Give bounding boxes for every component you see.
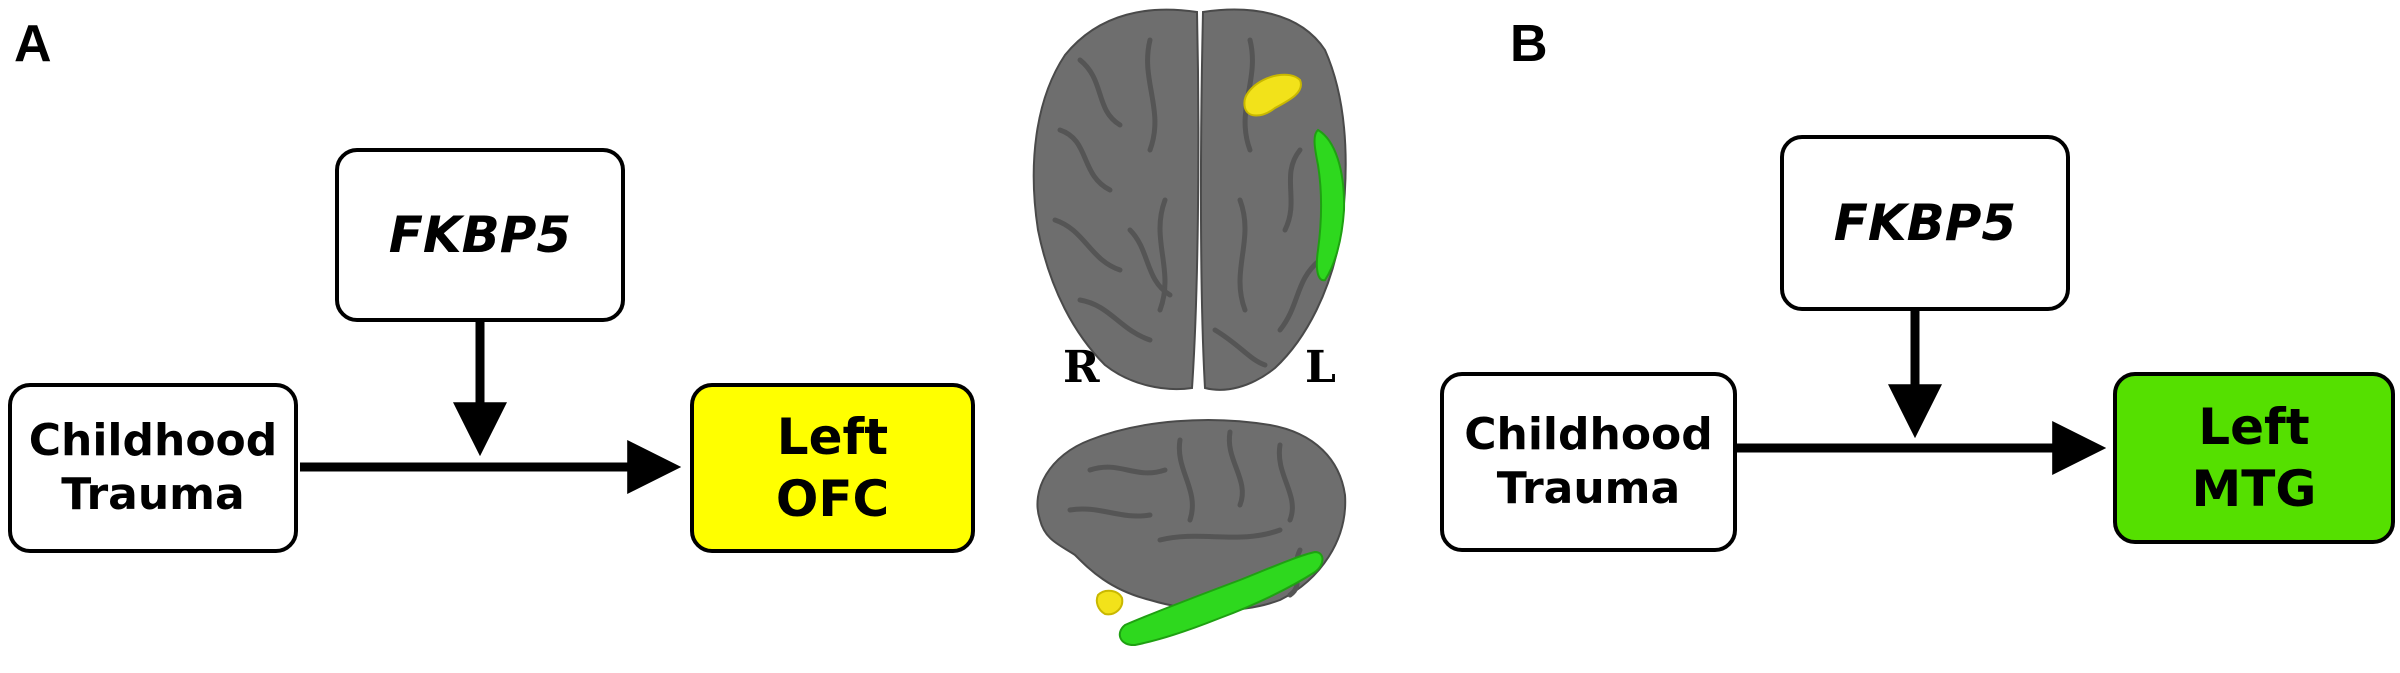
panel-b-outcome-label: Left MTG: [2192, 396, 2317, 521]
panel-b-predictor-box: Childhood Trauma: [1440, 372, 1737, 552]
brain-ventral-right-hemisphere: [1032, 8, 1200, 391]
panel-b-outcome-box: Left MTG: [2113, 372, 2395, 544]
panel-a-predictor-box: Childhood Trauma: [8, 383, 298, 553]
brain-lateral-view: [1036, 419, 1347, 647]
panel-b-label: B: [1510, 15, 1548, 73]
brain-ventral-view: [1032, 8, 1347, 391]
brain-ventral-sulci: [1052, 37, 1323, 368]
brain-ventral-left-hemisphere: [1199, 8, 1347, 391]
panel-a-outcome-line1: Left: [776, 407, 889, 466]
panel-a-predictor-label: Childhood Trauma: [29, 414, 278, 521]
panel-a-outcome-line2: OFC: [775, 470, 890, 528]
panel-a-moderator-label: FKBP5: [388, 206, 572, 264]
panel-b-moderator-box: FKBP5: [1780, 135, 2070, 311]
brain-lateral-mtg-region: [1118, 550, 1324, 647]
panel-b-outcome-line1: Left: [2198, 397, 2310, 456]
panel-a-predictor-line2: Trauma: [61, 469, 245, 520]
brain-ventral-mtg-region: [1313, 128, 1346, 282]
panel-b-outcome-line2: MTG: [2191, 460, 2317, 518]
brain-left-hemisphere-label: L: [1305, 342, 1336, 393]
panel-b-moderator-label: FKBP5: [1833, 194, 2017, 252]
panel-b-predictor-label: Childhood Trauma: [1464, 408, 1713, 515]
panel-a-predictor-line1: Childhood: [28, 415, 278, 467]
panel-b-predictor-line2: Trauma: [1496, 463, 1681, 514]
panel-a-outcome-box: Left OFC: [690, 383, 975, 553]
brain-lateral-ofc-region: [1095, 589, 1124, 616]
panel-b-predictor-line1: Childhood: [1464, 409, 1713, 461]
brain-ventral-ofc-region: [1243, 73, 1302, 117]
brain-right-hemisphere-label: R: [1063, 342, 1100, 393]
panel-a-outcome-label: Left OFC: [776, 406, 889, 531]
panel-a-moderator-box: FKBP5: [335, 148, 625, 322]
panel-a-label: A: [14, 15, 52, 73]
